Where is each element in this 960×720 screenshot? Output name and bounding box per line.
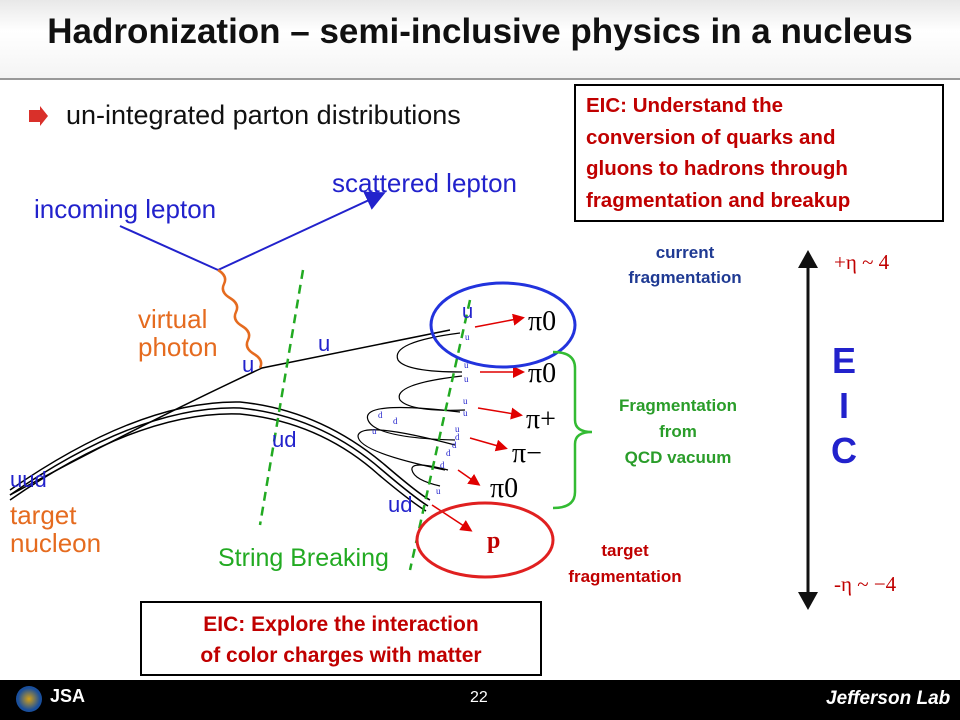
- small-quark-label: d: [393, 416, 398, 426]
- eic-letter: E: [831, 340, 856, 381]
- scattered-lepton-label: scattered lepton: [332, 168, 517, 198]
- uud-label: uud: [10, 467, 47, 492]
- incoming-lepton-label: incoming lepton: [34, 194, 216, 224]
- hadron-arrow-3: [477, 407, 523, 420]
- scattered-lepton-line: [217, 191, 386, 271]
- remnant-line-2: [9, 407, 429, 507]
- eic-letter: C: [831, 430, 857, 471]
- small-quark-label: d: [446, 448, 451, 458]
- jefferson-lab-logo: Jefferson Lab: [826, 688, 951, 709]
- bullet-arrow-icon: [29, 105, 48, 126]
- small-quark-label: d: [440, 460, 445, 470]
- lab-seal-icon: [16, 686, 42, 712]
- hadron-arrow-1: [474, 313, 525, 328]
- remnant-line-1: [9, 401, 431, 501]
- box-bottom-line: EIC: Explore the interaction: [203, 613, 479, 636]
- small-quark-label: d: [452, 440, 457, 450]
- current-fragmentation-label: current fragmentation: [600, 240, 770, 290]
- small-quark-label: u: [436, 486, 441, 496]
- quark-u-top-label: u: [462, 301, 473, 323]
- small-quark-label: d: [378, 410, 383, 420]
- string-loop-3: [366, 406, 461, 441]
- virtual-photon-label-2: photon: [138, 332, 218, 362]
- footer-bar: JSA 22 Jefferson Lab: [0, 680, 960, 720]
- small-quark-label: u: [465, 332, 470, 342]
- fragmentation-vacuum-line: Fragmentation: [618, 396, 738, 415]
- jsa-logo: JSA: [50, 686, 86, 706]
- current-fragmentation-line: current: [655, 243, 715, 262]
- proton-arrow: [431, 504, 473, 532]
- hadron-arrow-5: [457, 469, 481, 486]
- eic-explore-box: EIC: Explore the interaction of color ch…: [140, 601, 542, 676]
- title-bar: Hadronization – semi-inclusive physics i…: [0, 0, 960, 80]
- proton-label: p: [487, 528, 500, 554]
- box-top-line: gluons to hadrons through: [586, 157, 848, 180]
- eic-arrow-down-icon: [798, 592, 818, 610]
- string-breaking-dashed-2: [408, 299, 472, 571]
- box-top-line: EIC: Understand the: [586, 94, 784, 117]
- string-loop-2: [398, 375, 466, 411]
- bullet-item: un-integrated parton distributions: [26, 100, 461, 131]
- page-number: 22: [470, 689, 488, 706]
- small-quark-label: u: [464, 360, 469, 370]
- remnant-line-3: [9, 413, 427, 512]
- quark-u-in-label: u: [242, 352, 254, 377]
- hadron-label-5: π0: [490, 473, 518, 504]
- string-loop-1: [396, 332, 463, 373]
- fragmentation-bracket: [552, 350, 593, 510]
- slide-title: Hadronization – semi-inclusive physics i…: [47, 12, 913, 51]
- diquark-ud-low-label: ud: [388, 492, 412, 517]
- diquark-ud-mid-label: ud: [272, 427, 296, 452]
- fragmentation-vacuum-line: from: [659, 422, 697, 441]
- hadron-label-1: π0: [528, 306, 556, 337]
- hadron-arrow-4: [469, 437, 508, 452]
- fragmentation-vacuum-line: QCD vacuum: [624, 448, 732, 467]
- eic-understand-box: EIC: Understand the conversion of quarks…: [574, 84, 944, 222]
- small-quark-label: u: [464, 374, 469, 384]
- current-fragmentation-ellipse: [429, 281, 577, 369]
- small-quark-label: u: [372, 426, 377, 436]
- string-loop-4: [357, 429, 456, 471]
- eta-plus-label: +η ~ 4: [834, 250, 890, 274]
- box-top-line: conversion of quarks and: [586, 125, 836, 149]
- box-bottom-line: of color charges with matter: [200, 644, 482, 667]
- target-nucleon-label-2: nucleon: [10, 528, 101, 558]
- current-fragmentation-line: fragmentation: [628, 268, 742, 287]
- target-fragmentation-line: target: [601, 541, 649, 560]
- bullet-text: un-integrated parton distributions: [66, 100, 461, 130]
- fragmentation-vacuum-label: Fragmentation from QCD vacuum: [588, 393, 768, 471]
- string-breaking-dashed-1: [258, 269, 305, 526]
- box-top-line: fragmentation and breakup: [586, 188, 851, 212]
- struck-quark-line: [9, 329, 451, 496]
- eic-vertical-label: E I C: [826, 338, 862, 473]
- eta-minus-label: -η ~ −4: [834, 572, 897, 596]
- incoming-lepton-line: [119, 225, 219, 271]
- string-breaking-label: String Breaking: [218, 544, 389, 572]
- virtual-photon-line: [217, 268, 263, 369]
- hadron-label-4: π−: [512, 438, 542, 469]
- hadron-label-3: π+: [526, 404, 556, 435]
- hadron-label-2: π0: [528, 358, 556, 389]
- eic-arrow-up-icon: [798, 250, 818, 268]
- virtual-photon-label-1: virtual: [138, 304, 207, 334]
- target-nucleon-label-1: target: [10, 500, 77, 530]
- quark-u-out-label: u: [318, 331, 330, 356]
- small-quark-label: d: [455, 432, 460, 442]
- target-fragmentation-ellipse: [415, 501, 555, 579]
- small-quark-label: u: [463, 396, 468, 406]
- string-loop-5: [411, 464, 449, 487]
- target-fragmentation-line: fragmentation: [568, 567, 682, 586]
- small-quark-label: u: [455, 424, 460, 434]
- eic-letter: I: [838, 385, 849, 426]
- small-quark-label: u: [463, 408, 468, 418]
- target-fragmentation-label: target fragmentation: [540, 538, 710, 590]
